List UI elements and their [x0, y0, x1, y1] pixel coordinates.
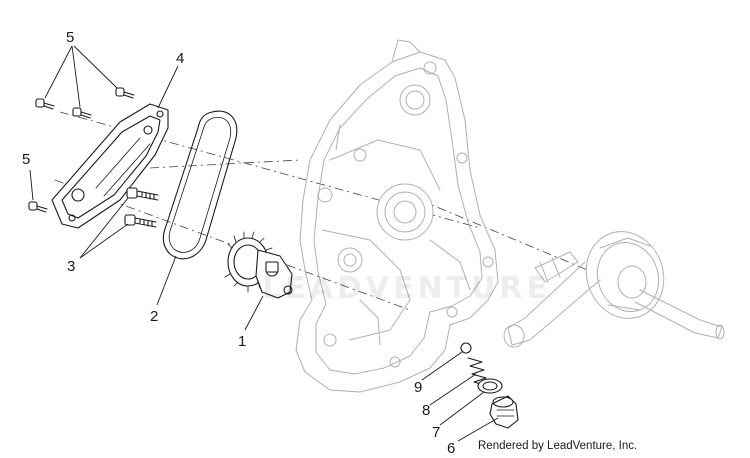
- drain-plug: [489, 395, 519, 429]
- screws-5: [28, 87, 135, 213]
- callout-3: 3: [67, 258, 75, 275]
- crankcase-housing: [295, 39, 499, 393]
- cover-plate: [51, 103, 169, 229]
- bolts-3: [124, 187, 159, 228]
- oil-pump: [224, 231, 293, 299]
- callout-7: 7: [432, 424, 440, 441]
- callout-1: 1: [238, 333, 246, 350]
- crankshaft-assembly: [503, 231, 725, 348]
- ball: [460, 342, 472, 354]
- callout-5-top: 5: [66, 29, 74, 46]
- callout-labels: 5 5 4 3 2 1 9 8 7 6: [22, 29, 455, 457]
- callout-4: 4: [176, 50, 184, 67]
- callout-6: 6: [447, 440, 455, 457]
- callout-5-left: 5: [22, 151, 30, 168]
- washer: [477, 378, 503, 394]
- chain: [162, 110, 238, 260]
- callout-2: 2: [150, 308, 158, 325]
- spring: [467, 357, 489, 387]
- render-credit: Rendered by LeadVenture, Inc.: [478, 440, 637, 452]
- watermark: LEADVENTURE: [262, 271, 551, 306]
- leader-lines: [29, 45, 499, 442]
- callout-8: 8: [422, 402, 430, 419]
- callout-9: 9: [414, 379, 422, 396]
